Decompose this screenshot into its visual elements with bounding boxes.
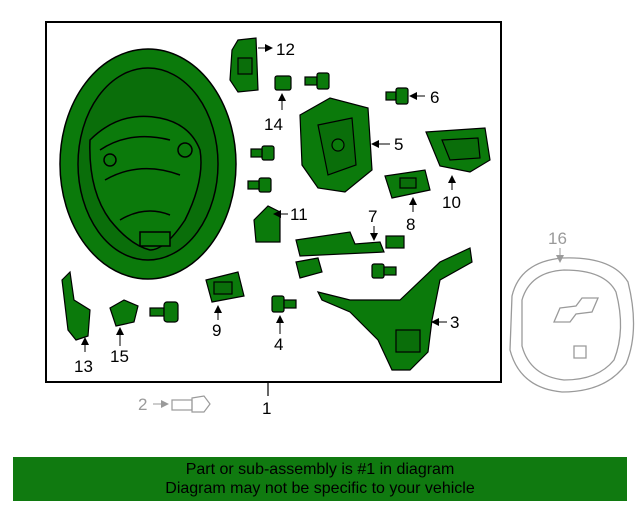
part-6-screw[interactable] — [385, 87, 409, 105]
part-13-bracket[interactable] — [61, 270, 91, 341]
callout-14: 14 — [264, 115, 283, 134]
part-12-switch[interactable] — [229, 37, 259, 93]
assembly-frame — [45, 21, 502, 383]
callout-5: 5 — [394, 135, 403, 154]
callout-13: 13 — [74, 357, 93, 376]
footer-banner: Part or sub-assembly is #1 in diagram Di… — [13, 457, 627, 501]
screw-small-3[interactable] — [247, 177, 272, 193]
steering-wheel[interactable] — [59, 48, 237, 280]
callout-6: 6 — [430, 88, 439, 107]
callout-2: 2 — [138, 395, 147, 414]
callout-1: 1 — [262, 399, 271, 418]
callout-15: 15 — [110, 347, 129, 366]
part-2-bolt[interactable] — [171, 395, 211, 413]
callout-12: 12 — [276, 40, 295, 59]
part-7-harness[interactable] — [295, 231, 405, 279]
callout-7: 7 — [368, 207, 377, 226]
part-8-switch[interactable] — [384, 169, 431, 199]
part-16-airbag[interactable] — [509, 257, 635, 393]
part-3-trim[interactable] — [316, 247, 473, 371]
footer-line-2: Diagram may not be specific to your vehi… — [165, 480, 475, 497]
callout-3: 3 — [450, 313, 459, 332]
callout-10: 10 — [442, 193, 461, 212]
part-11-bracket[interactable] — [253, 205, 281, 243]
footer-line-1: Part or sub-assembly is #1 in diagram — [185, 461, 455, 478]
part-5-module[interactable] — [299, 97, 373, 193]
part-9-switch[interactable] — [205, 271, 245, 303]
callout-4: 4 — [274, 335, 283, 354]
bolt-small-5[interactable] — [149, 301, 179, 323]
callout-16: 16 — [548, 229, 567, 248]
screw-small-4[interactable] — [371, 263, 397, 279]
callout-9: 9 — [212, 321, 221, 340]
part-14-clip[interactable] — [274, 75, 292, 91]
callout-11: 11 — [290, 205, 308, 224]
part-4-screw[interactable] — [271, 295, 297, 313]
screw-small-1[interactable] — [304, 72, 330, 90]
screw-small-2[interactable] — [250, 145, 275, 161]
part-10-cover[interactable] — [425, 127, 491, 173]
callout-8: 8 — [406, 215, 415, 234]
part-15-clip[interactable] — [109, 299, 139, 327]
